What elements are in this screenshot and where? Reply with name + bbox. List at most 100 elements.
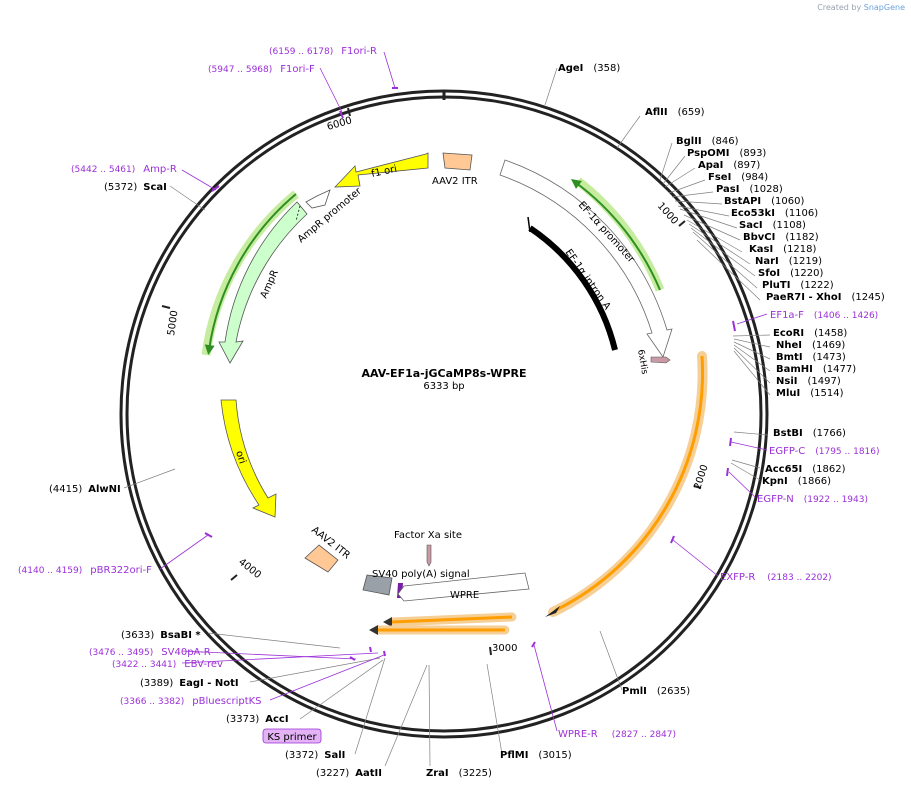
feature-ampr[interactable] (218, 201, 308, 364)
enzyme-fsei[interactable]: FseI (708, 172, 731, 183)
enzyme-apai[interactable]: ApaI (698, 160, 723, 171)
enzyme-bsabi[interactable]: BsaBI (160, 630, 192, 641)
feature-ampr-green[interactable] (204, 193, 297, 355)
plasmid-length: 6333 bp (423, 381, 464, 392)
svg-text:BglII(846): BglII(846) (676, 136, 739, 147)
svg-text:PmlI(2635): PmlI(2635) (622, 686, 690, 697)
enzyme-alwni[interactable]: AlwNI (88, 484, 121, 495)
feature-wpre-label: WPRE (450, 590, 479, 601)
ks-primer-label: KS primer (267, 732, 317, 743)
svg-text:BbvCI(1182): BbvCI(1182) (743, 232, 819, 243)
enzyme-mlui[interactable]: MluI (776, 388, 800, 399)
enzyme-aatii[interactable]: AatII (355, 768, 382, 779)
feature-aav2-itr-1[interactable] (442, 152, 473, 171)
tick-3000-mark (489, 646, 492, 656)
enzyme-bglii[interactable]: BglII (676, 136, 702, 147)
svg-text:SfoI(1220): SfoI(1220) (758, 268, 824, 279)
feature-green-right[interactable] (570, 179, 661, 291)
enzyme-ecori[interactable]: EcoRI (773, 328, 804, 339)
svg-text:BamHI(1477): BamHI(1477) (776, 364, 856, 375)
enzyme-nsii[interactable]: NsiI (776, 376, 797, 387)
enzyme-pluti[interactable]: PluTI (762, 280, 790, 291)
primer-ebv-rev[interactable]: EBV-rev (184, 659, 223, 670)
primer-sv40pa-r[interactable]: SV40pA-R (161, 647, 210, 658)
feature-ef1a-intron-label: EF-1α intron A (563, 247, 613, 312)
tick-6000-mark (347, 107, 351, 117)
primer-pbr322ori-f[interactable]: pBR322ori-F (90, 565, 152, 576)
primer-marks (204, 87, 736, 661)
feature-6xhis[interactable] (650, 356, 671, 364)
feature-ef1a-intron-cap (527, 216, 531, 233)
enzyme-nhei[interactable]: NheI (776, 340, 802, 351)
enzyme-bstbi[interactable]: BstBI (773, 428, 803, 439)
svg-text:(4140 .. 4159)pBR322ori-F: (4140 .. 4159)pBR322ori-F (18, 565, 152, 576)
enzyme-eco53ki[interactable]: Eco53kI (731, 208, 775, 219)
svg-text:KpnI(1866): KpnI(1866) (762, 476, 831, 487)
leader-lines (123, 67, 771, 767)
primer-exfp-r[interactable]: EXFP-R (720, 572, 755, 583)
enzyme-kasi[interactable]: KasI (749, 244, 773, 255)
svg-text:EGFP-C(1795 .. 1816): EGFP-C(1795 .. 1816) (769, 446, 880, 457)
feature-aav2-itr-2[interactable] (304, 544, 339, 573)
enzyme-kpni[interactable]: KpnI (762, 476, 788, 487)
svg-text:(3476 .. 3495)SV40pA-R: (3476 .. 3495)SV40pA-R (89, 647, 211, 658)
enzyme-pmli[interactable]: PmlI (622, 686, 647, 697)
svg-text:ZraI(3225): ZraI(3225) (426, 768, 492, 779)
feature-f1-ori[interactable] (334, 152, 429, 188)
enzyme-nari[interactable]: NarI (755, 256, 779, 267)
tick-2000-mark (693, 485, 702, 489)
svg-text:(3227)AatII: (3227)AatII (316, 768, 382, 779)
enzyme-aflii[interactable]: AflII (645, 107, 668, 118)
enzyme-pasi[interactable]: PasI (716, 184, 739, 195)
feature-ampr-label: AmpR (259, 268, 281, 300)
svg-text:NheI(1469): NheI(1469) (776, 340, 845, 351)
enzyme-sfoi[interactable]: SfoI (758, 268, 780, 279)
enzyme-zrai[interactable]: ZraI (426, 768, 449, 779)
feature-ori[interactable] (220, 399, 277, 518)
feature-sv40-polya[interactable] (362, 574, 393, 596)
enzyme-bbvci[interactable]: BbvCI (743, 232, 775, 243)
feature-ef1a-intron[interactable] (528, 225, 618, 351)
svg-text:(3633)BsaBI *: (3633)BsaBI * (121, 630, 201, 641)
svg-text:(3422 .. 3441)EBV-rev: (3422 .. 3441)EBV-rev (112, 659, 223, 670)
tick-5000-mark (161, 305, 171, 309)
enzyme-eagi-noti[interactable]: EagI (179, 678, 203, 689)
enzyme-bstapi[interactable]: BstAPI (724, 196, 761, 207)
primer-amp-r[interactable]: Amp-R (143, 164, 177, 175)
enzyme-scai[interactable]: ScaI (143, 182, 167, 193)
svg-text:EXFP-R(2183 .. 2202): EXFP-R(2183 .. 2202) (720, 572, 832, 583)
enzyme-pspomi[interactable]: PspOMI (687, 148, 729, 159)
primer-pbluescriptks[interactable]: pBluescriptKS (192, 696, 261, 707)
feature-orf[interactable] (555, 355, 705, 612)
svg-text:AgeI(358): AgeI(358) (558, 63, 620, 74)
primer-ef1a-f[interactable]: EF1a-F (770, 310, 804, 321)
svg-text:KasI(1218): KasI(1218) (749, 244, 817, 255)
primer-egfp-n[interactable]: EGFP-N (757, 494, 794, 505)
primer-f1ori-f[interactable]: F1ori-F (280, 64, 315, 75)
enzyme-pflmi[interactable]: PflMI (500, 750, 528, 761)
primer-wpre-r[interactable]: WPRE-R (558, 729, 598, 740)
feature-factor-xa[interactable] (426, 544, 432, 567)
feature-orf2[interactable] (391, 615, 513, 624)
svg-text:FseI(984): FseI(984) (708, 172, 768, 183)
tick-4000-mark (230, 574, 238, 581)
tick-2000-label: 2000 (692, 463, 710, 491)
svg-text:NsiI(1497): NsiI(1497) (776, 376, 841, 387)
enzyme-acci[interactable]: AccI (265, 714, 288, 725)
ks-primer-tag[interactable] (262, 728, 322, 744)
tick-1000-mark (678, 220, 686, 227)
feature-ampr-promoter[interactable] (305, 189, 331, 209)
enzyme-acc65i[interactable]: Acc65I (765, 464, 802, 475)
enzyme-agei[interactable]: AgeI (558, 63, 583, 74)
primer-f1ori-r[interactable]: F1ori-R (341, 46, 377, 57)
svg-text:(3372)SalI: (3372)SalI (285, 750, 345, 761)
enzyme-paer7i-xhoi[interactable]: PaeR7I (766, 292, 805, 303)
enzyme-sali[interactable]: SalI (324, 750, 345, 761)
svg-text:Eco53kI(1106): Eco53kI(1106) (731, 208, 818, 219)
enzyme-bamhi[interactable]: BamHI (776, 364, 813, 375)
feature-wpre[interactable] (397, 572, 530, 602)
enzyme-bmti[interactable]: BmtI (776, 352, 803, 363)
primer-egfp-c[interactable]: EGFP-C (769, 446, 805, 457)
svg-text:MluI(1514): MluI(1514) (776, 388, 844, 399)
enzyme-saci[interactable]: SacI (739, 220, 763, 231)
